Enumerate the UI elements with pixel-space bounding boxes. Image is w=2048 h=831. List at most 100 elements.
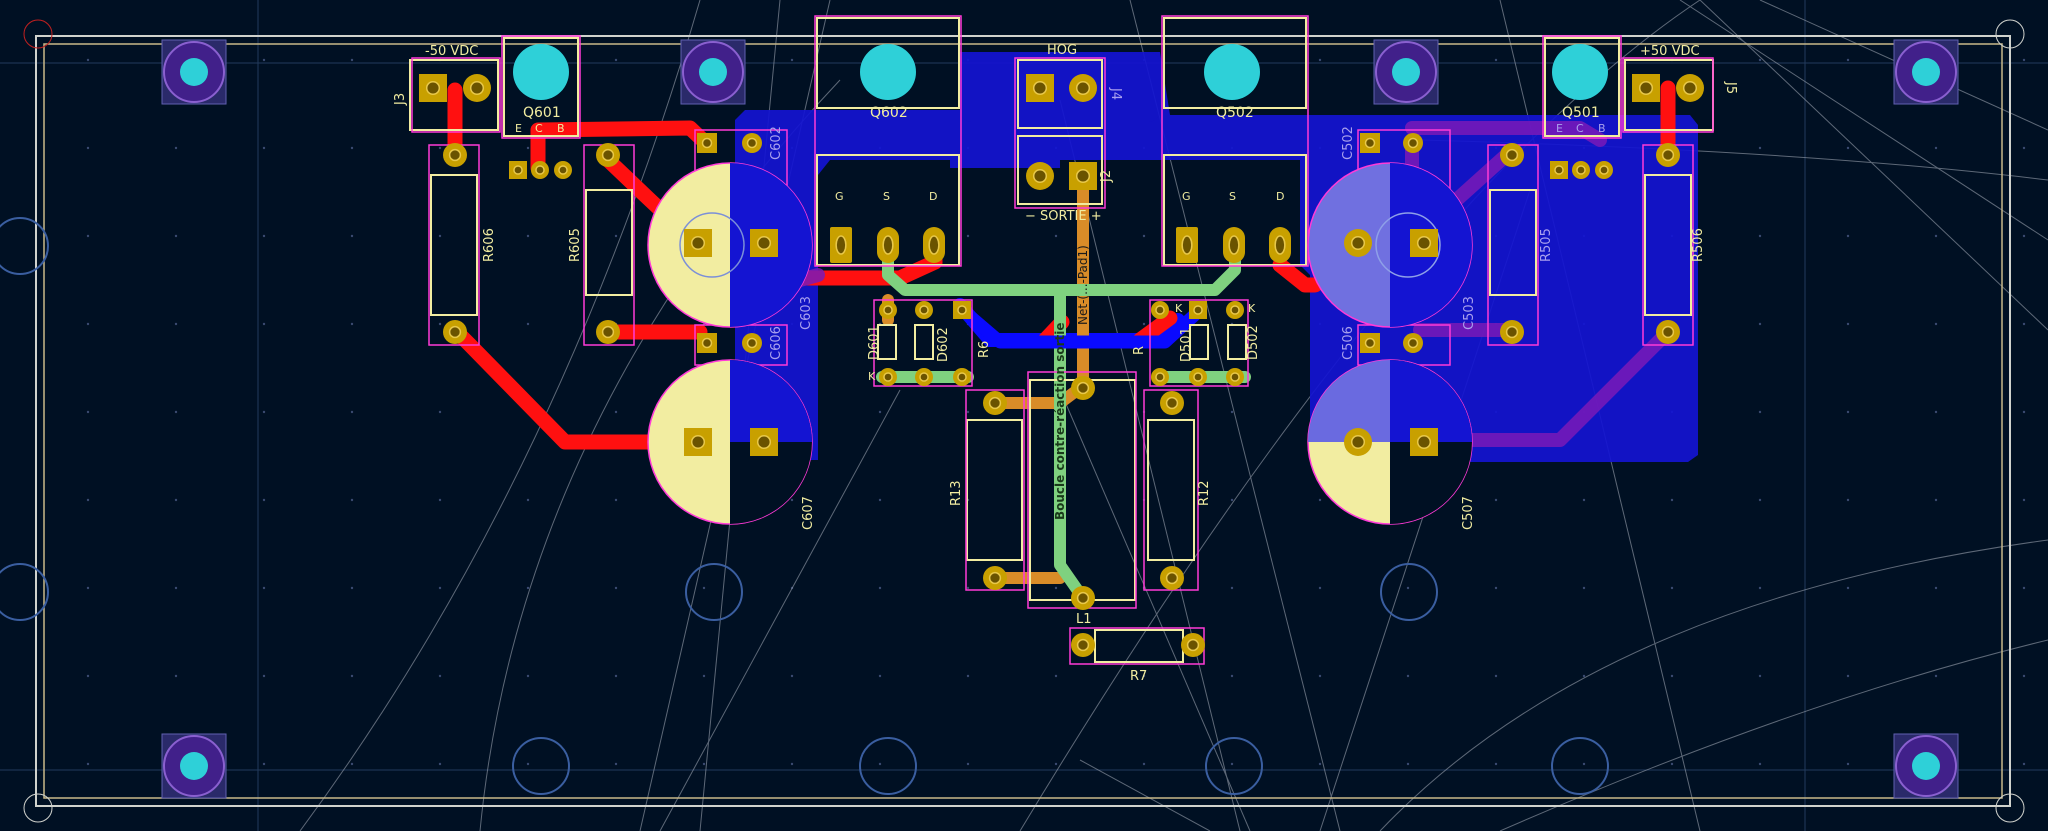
grid-dot: [614, 586, 618, 590]
pad[interactable]: [1151, 368, 1169, 386]
r12-label: R12: [1197, 480, 1212, 506]
pad[interactable]: [742, 333, 762, 353]
pad-square[interactable]: [750, 428, 778, 456]
pad[interactable]: [1151, 301, 1169, 319]
pad[interactable]: [879, 301, 897, 319]
pad[interactable]: [554, 161, 572, 179]
pad[interactable]: [443, 143, 467, 167]
pad-oval[interactable]: [923, 227, 945, 263]
j5-voltage-label: +50 VDC: [1640, 44, 1700, 59]
pad-square[interactable]: [697, 333, 717, 353]
grid-dot: [1230, 410, 1234, 414]
pad[interactable]: [879, 368, 897, 386]
grid-dot: [790, 498, 794, 502]
pad-square[interactable]: [1550, 161, 1568, 179]
pad-square[interactable]: [750, 229, 778, 257]
mounting-hole[interactable]: [161, 733, 227, 799]
grid-dot: [1230, 762, 1234, 766]
pad[interactable]: [915, 301, 933, 319]
mounting-hole[interactable]: [1893, 39, 1959, 105]
pad[interactable]: [1071, 376, 1095, 400]
pad[interactable]: [443, 320, 467, 344]
grid-dot: [878, 762, 882, 766]
pad-oval[interactable]: [1223, 227, 1245, 263]
pad[interactable]: [1181, 633, 1205, 657]
pin-e-label: E: [1556, 122, 1563, 135]
pad[interactable]: [983, 566, 1007, 590]
pad[interactable]: [1344, 428, 1372, 456]
pad[interactable]: [1500, 320, 1524, 344]
pad[interactable]: [1189, 368, 1207, 386]
mounting-hole[interactable]: [1893, 733, 1959, 799]
grid-dot: [262, 498, 266, 502]
grid-dot: [174, 146, 178, 150]
pad[interactable]: [463, 74, 491, 102]
pad-square[interactable]: [1410, 229, 1438, 257]
pad-square[interactable]: [1026, 74, 1054, 102]
pad-oval[interactable]: [877, 227, 899, 263]
pad[interactable]: [1069, 74, 1097, 102]
mounting-hole[interactable]: [161, 39, 227, 105]
mounting-hole[interactable]: [680, 39, 746, 105]
pad-square[interactable]: [1360, 133, 1380, 153]
capacitor-c507[interactable]: [1307, 359, 1473, 525]
pad[interactable]: [1344, 229, 1372, 257]
c603-label: C603: [799, 296, 814, 330]
grid-dot: [2022, 322, 2026, 326]
pad-square[interactable]: [830, 227, 852, 263]
grid-dot: [702, 586, 706, 590]
pad-square[interactable]: [953, 301, 971, 319]
pad-square[interactable]: [1176, 227, 1198, 263]
pad-square[interactable]: [684, 229, 712, 257]
pad[interactable]: [953, 368, 971, 386]
pad-square[interactable]: [509, 161, 527, 179]
pad[interactable]: [1226, 368, 1244, 386]
grid-dot: [1846, 586, 1850, 590]
pin-d-label: D: [1276, 190, 1284, 203]
pad[interactable]: [1403, 333, 1423, 353]
pad[interactable]: [1500, 143, 1524, 167]
pad-square[interactable]: [697, 133, 717, 153]
r5-label: R: [1132, 346, 1147, 355]
mounting-hole[interactable]: [1373, 39, 1439, 105]
pad[interactable]: [1226, 301, 1244, 319]
pad[interactable]: [1656, 320, 1680, 344]
pin-b-label: B: [557, 122, 565, 135]
pad-square[interactable]: [1632, 74, 1660, 102]
pad[interactable]: [596, 320, 620, 344]
pad[interactable]: [742, 133, 762, 153]
pad[interactable]: [1071, 586, 1095, 610]
capacitor-c603[interactable]: [647, 162, 813, 328]
grid-dot: [86, 762, 90, 766]
capacitor-c607[interactable]: [647, 359, 813, 525]
grid-dot: [702, 674, 706, 678]
pad[interactable]: [1160, 391, 1184, 415]
grid-dot: [174, 674, 178, 678]
pad[interactable]: [915, 368, 933, 386]
pad[interactable]: [1403, 133, 1423, 153]
grid-dot: [878, 586, 882, 590]
grid-dot: [1670, 498, 1674, 502]
pad[interactable]: [1595, 161, 1613, 179]
pad-square[interactable]: [1069, 162, 1097, 190]
pad-square[interactable]: [1410, 428, 1438, 456]
pad[interactable]: [596, 143, 620, 167]
capacitor-c503[interactable]: [1307, 162, 1473, 328]
pad[interactable]: [1160, 566, 1184, 590]
grid-dot: [1758, 498, 1762, 502]
pad-oval[interactable]: [1269, 227, 1291, 263]
pad-square[interactable]: [684, 428, 712, 456]
pad[interactable]: [1071, 633, 1095, 657]
pad-square[interactable]: [1189, 301, 1207, 319]
pad[interactable]: [1572, 161, 1590, 179]
pad[interactable]: [1676, 74, 1704, 102]
pad[interactable]: [1026, 162, 1054, 190]
pad-square[interactable]: [419, 74, 447, 102]
pad[interactable]: [983, 391, 1007, 415]
pad[interactable]: [531, 161, 549, 179]
grid-dot: [614, 58, 618, 62]
pad[interactable]: [1656, 143, 1680, 167]
corner-marks: [23, 19, 2025, 823]
pad-square[interactable]: [1360, 333, 1380, 353]
